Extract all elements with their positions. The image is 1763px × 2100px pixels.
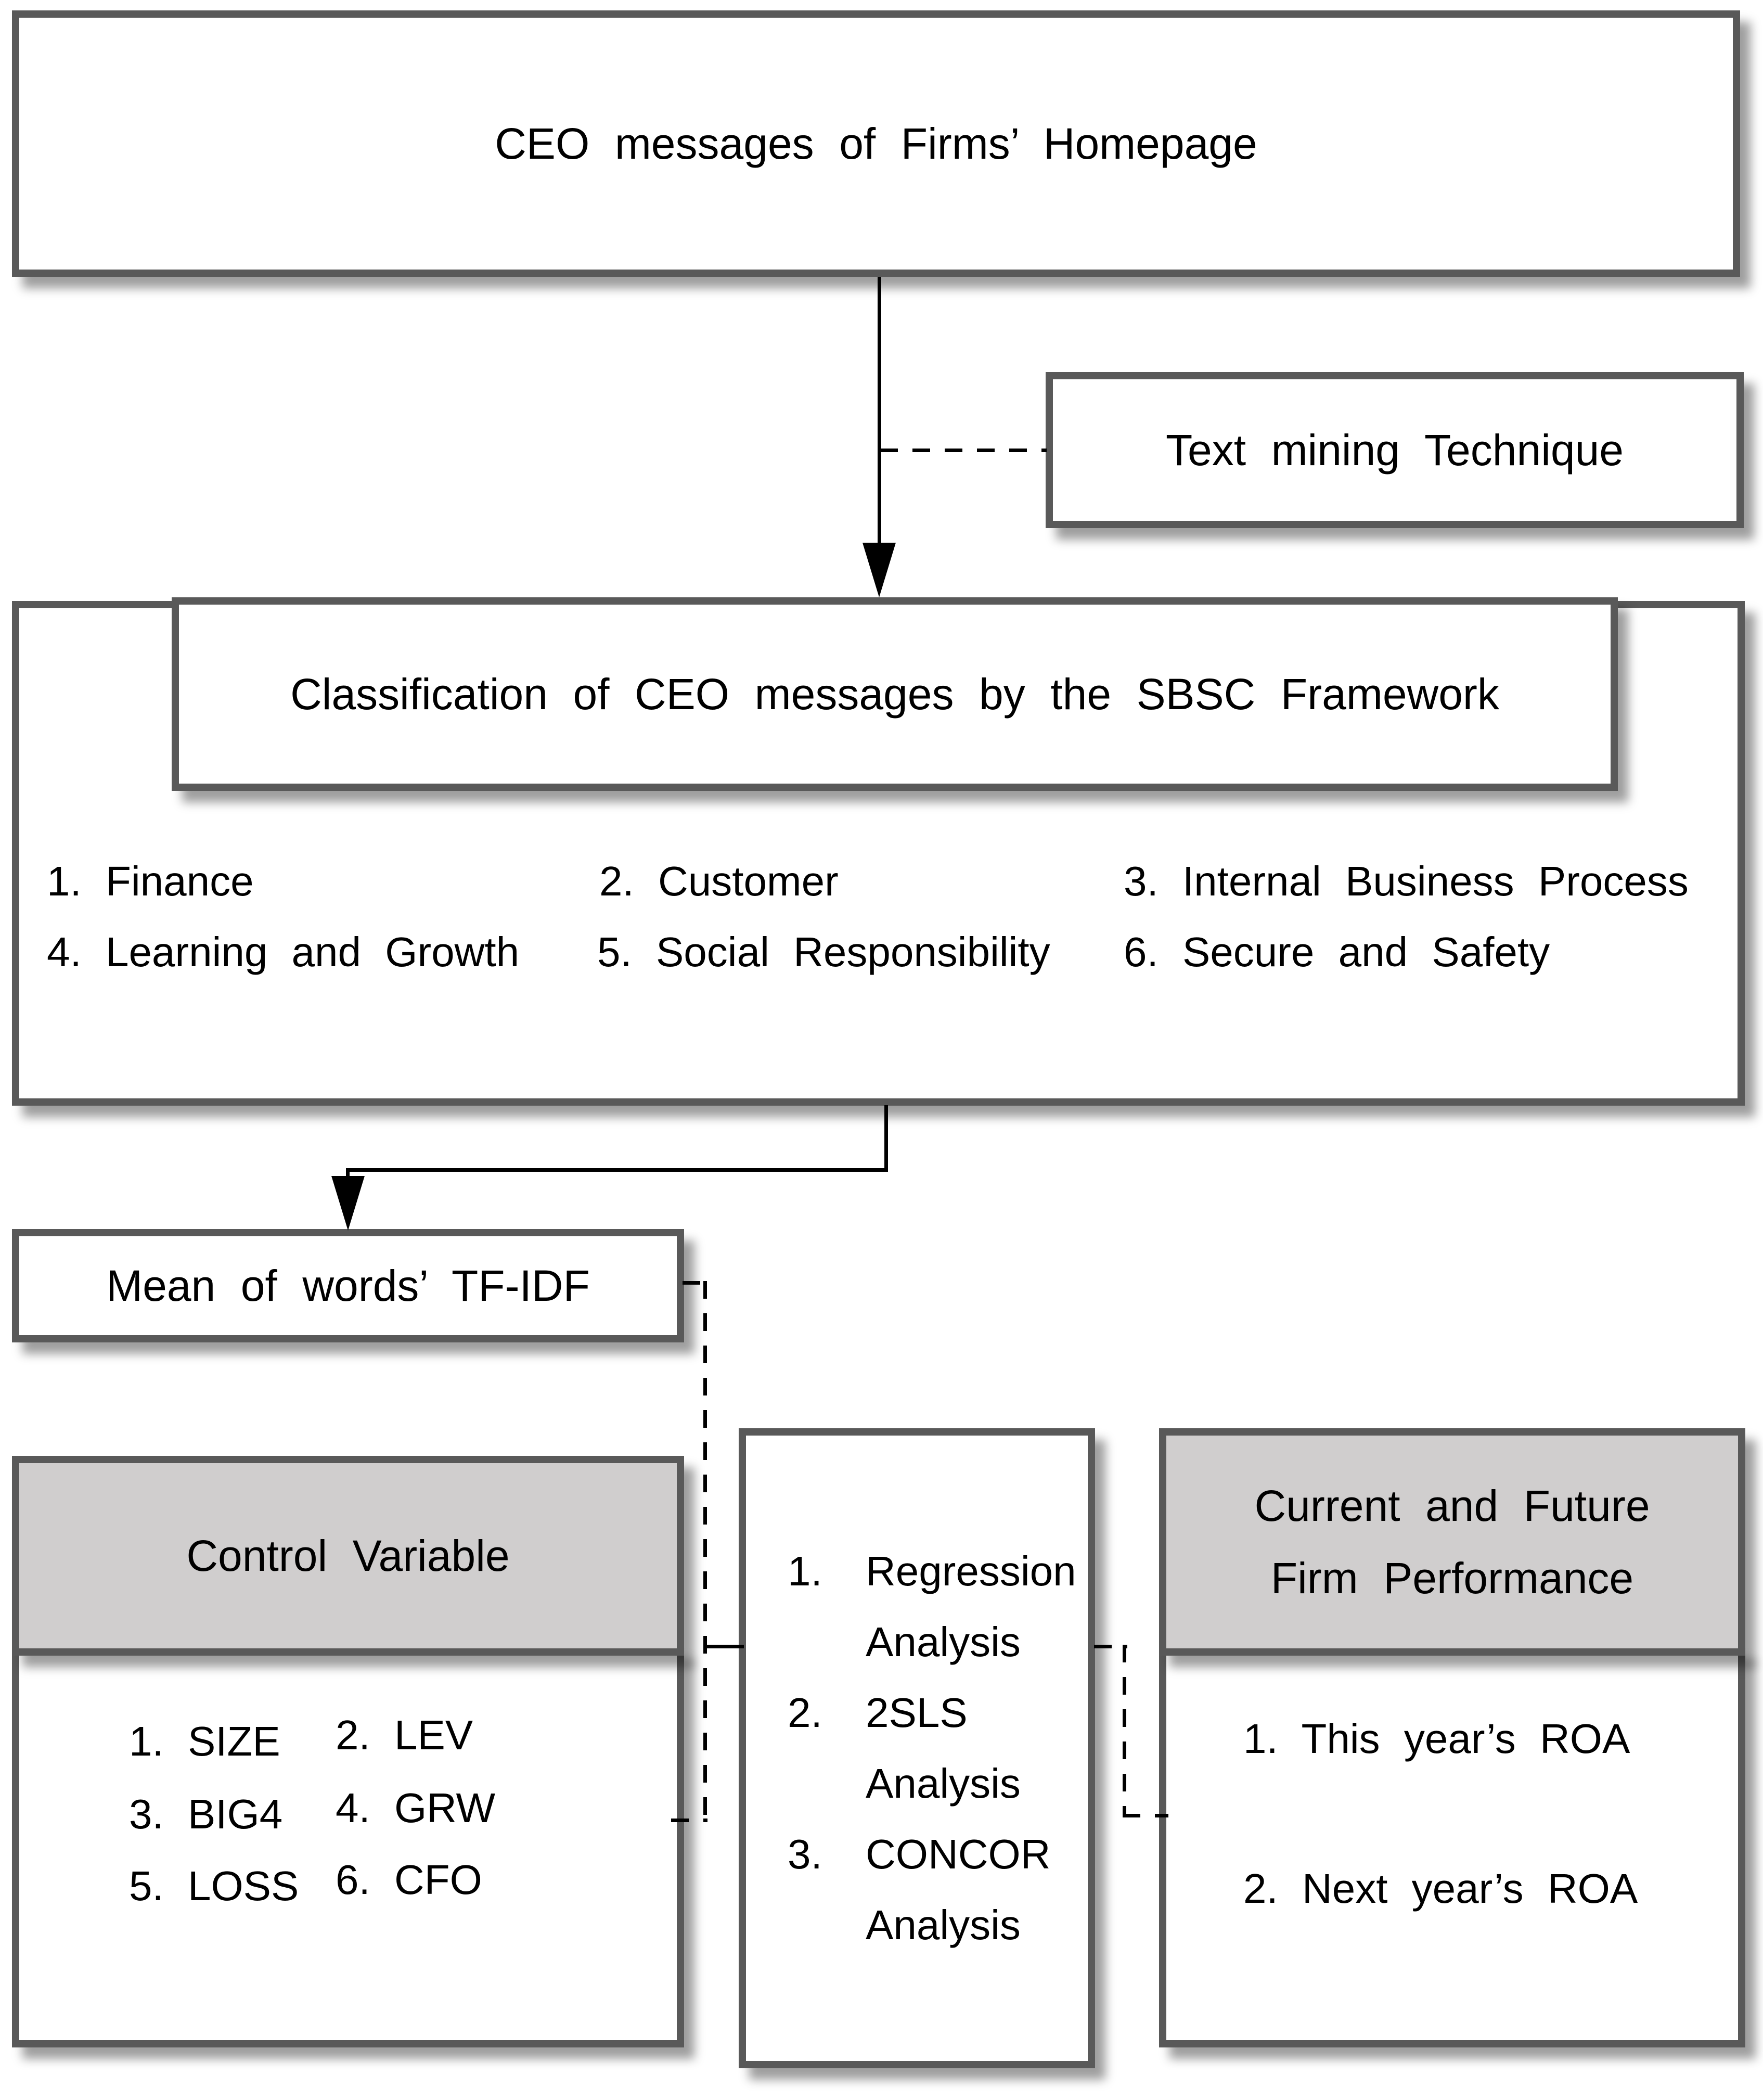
tfidf-box: Mean of words’ TF-IDF: [12, 1229, 684, 1342]
classification-header-box: Classification of CEO messages by the SB…: [172, 597, 1618, 791]
analysis-item-number: 1.: [788, 1548, 822, 1594]
classification-item: 2. Customer: [599, 858, 839, 904]
connector-right-vertical-dashed: [1123, 1645, 1126, 1817]
firm-performance-header-line1: Current and Future: [1254, 1481, 1650, 1530]
connector-tfidf-stub-dashed: [683, 1281, 709, 1285]
performance-item: 2. Next year’s ROA: [1243, 1865, 1638, 1912]
connector-to-analysis-left: [703, 1645, 744, 1648]
connector-analysis-right-stub-dashed: [1094, 1645, 1127, 1648]
analysis-item-label: Regression Analysis: [866, 1548, 1076, 1665]
ceo-messages-box: CEO messages of Firms’ Homepage: [12, 10, 1740, 277]
connector-performance-stub-dashed: [1123, 1814, 1168, 1817]
text-mining-box: Text mining Technique: [1046, 372, 1744, 528]
arrow-top-to-classification-line: [878, 277, 881, 545]
control-item: 5. LOSS: [129, 1863, 299, 1909]
analysis-item: 1. Regression Analysis: [788, 1536, 1076, 1678]
control-item: 3. BIG4: [129, 1791, 283, 1837]
analysis-methods-list: 1. Regression Analysis 2. 2SLS Analysis …: [746, 1536, 1088, 1961]
connector-left-vertical-dashed: [703, 1281, 707, 1823]
analysis-item-number: 3.: [788, 1831, 822, 1877]
classification-item: 3. Internal Business Process: [1124, 858, 1689, 904]
connector-textmining-dashed: [880, 449, 1047, 452]
text-mining-label: Text mining Technique: [1165, 426, 1624, 475]
analysis-item-label: CONCOR Analysis: [866, 1831, 1051, 1948]
control-item: 4. GRW: [336, 1785, 496, 1831]
firm-performance-header-box: Current and Future Firm Performance: [1159, 1428, 1745, 1656]
firm-performance-body-box: [1159, 1648, 1745, 2047]
classification-item: 5. Social Responsibility: [597, 929, 1050, 975]
analysis-item: 2. 2SLS Analysis: [788, 1678, 1072, 1819]
control-item: 1. SIZE: [129, 1718, 280, 1764]
analysis-item: 3. CONCOR Analysis: [788, 1819, 1072, 1961]
control-variable-header-box: Control Variable: [12, 1456, 684, 1656]
analysis-item-number: 2.: [788, 1689, 822, 1736]
elbow-vertical-1: [884, 1105, 888, 1172]
tfidf-label: Mean of words’ TF-IDF: [106, 1261, 590, 1310]
classification-item: 6. Secure and Safety: [1124, 929, 1550, 975]
control-item: 2. LEV: [336, 1712, 473, 1758]
firm-performance-header-line2: Firm Performance: [1270, 1553, 1634, 1603]
arrowhead-down: [331, 1176, 365, 1231]
control-variable-body-box: [12, 1648, 684, 2047]
firm-performance-header-label: Current and Future Firm Performance: [1254, 1470, 1650, 1614]
connector-control-stub-dashed: [671, 1819, 707, 1822]
elbow-horizontal: [346, 1168, 888, 1172]
analysis-methods-box: 1. Regression Analysis 2. 2SLS Analysis …: [739, 1428, 1095, 2068]
arrowhead-down: [863, 543, 896, 597]
analysis-item-label: 2SLS Analysis: [866, 1689, 1021, 1807]
ceo-messages-label: CEO messages of Firms’ Homepage: [495, 119, 1257, 168]
classification-header-label: Classification of CEO messages by the SB…: [290, 670, 1499, 719]
classification-item: 1. Finance: [47, 858, 254, 904]
control-item: 6. CFO: [336, 1856, 482, 1903]
control-variable-header-label: Control Variable: [186, 1531, 510, 1580]
classification-item: 4. Learning and Growth: [47, 929, 520, 975]
performance-item: 1. This year’s ROA: [1243, 1715, 1630, 1762]
